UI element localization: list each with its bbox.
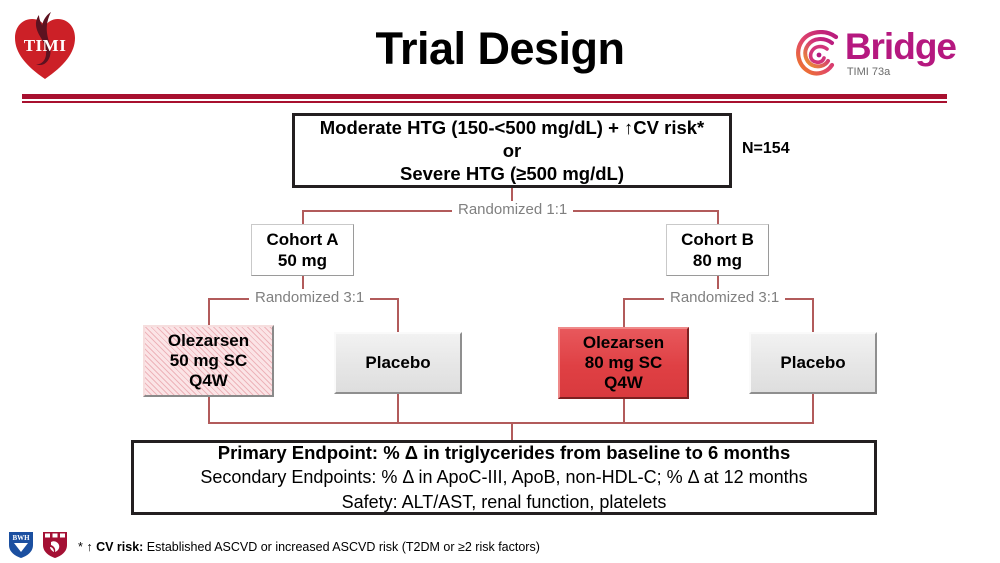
connector-to-placebo-b [812, 298, 814, 332]
page-title: Trial Design [375, 23, 625, 74]
footnote-rest: Established ASCVD or increased ASCVD ris… [143, 540, 540, 554]
olezarsen-80-line-2: 80 mg SC [584, 353, 663, 372]
olezarsen-80-line-1: Olezarsen [582, 333, 665, 352]
spiral-swirl-icon [795, 30, 838, 76]
placebo-a-label: Placebo [365, 353, 431, 372]
connector-placebo-b-down [812, 394, 814, 422]
cohort-b-name: Cohort B [681, 230, 754, 249]
header-divider-thin [22, 101, 947, 103]
enrollment-line-1: Moderate HTG (150-<500 mg/dL) + ↑CV risk… [319, 117, 705, 138]
page-header: TIMI Trial Design Br [0, 0, 1000, 103]
cohort-b-box: Cohort B 80 mg [666, 224, 769, 276]
footnote: * ↑ CV risk: Established ASCVD or increa… [78, 539, 540, 555]
connector-enrollment-down [511, 188, 513, 210]
olezarsen-50-line-1: Olezarsen [167, 331, 250, 350]
connector-cohort-a-down [302, 276, 304, 298]
placebo-cohort-b-box: Placebo [749, 332, 877, 394]
total-sample-size: N=154 [742, 140, 790, 157]
olezarsen-80mg-box: Olezarsen 80 mg SC Q4W [558, 327, 689, 399]
randomization-label-top: Randomized 1:1 [452, 201, 574, 219]
page-footer: BWH * ↑ CV risk: Established ASCVD or in… [0, 530, 1000, 563]
harvard-logo [43, 532, 67, 558]
bridge-logo-word: Bridge [844, 26, 957, 67]
olezarsen-50-line-2: 50 mg SC [169, 351, 248, 370]
bridge-logo: Bridge TIMI 73a [795, 26, 957, 82]
connector-to-cohort-a [302, 210, 304, 224]
safety-endpoint-text: Safety: ALT/AST, renal function, platele… [341, 492, 667, 512]
connector-to-olezarsen-50 [208, 298, 210, 325]
timi-logo: TIMI [12, 10, 78, 82]
connector-placebo-a-down [397, 394, 399, 422]
svg-text:TIMI: TIMI [24, 36, 67, 55]
cohort-a-box: Cohort A 50 mg [251, 224, 354, 276]
bridge-logo-subtitle: TIMI 73a [846, 66, 891, 78]
connector-olezarsen-80-down [623, 399, 625, 422]
olezarsen-50mg-box: Olezarsen 50 mg SC Q4W [143, 325, 274, 397]
olezarsen-80-line-3: Q4W [604, 373, 643, 392]
svg-text:BWH: BWH [12, 534, 30, 542]
header-divider-thick [22, 94, 947, 99]
cohort-a-dose: 50 mg [277, 251, 328, 270]
secondary-endpoint-text: Secondary Endpoints: % Δ in ApoC-III, Ap… [200, 467, 808, 487]
olezarsen-50-line-3: Q4W [189, 371, 228, 390]
cohort-b-dose: 80 mg [692, 251, 743, 270]
placebo-b-label: Placebo [780, 353, 846, 372]
connector-to-placebo-a [397, 298, 399, 332]
connector-to-olezarsen-80 [623, 298, 625, 327]
randomization-label-cohort-b: Randomized 3:1 [664, 289, 786, 307]
connector-to-endpoints [511, 422, 513, 440]
enrollment-line-2: or [502, 140, 522, 161]
connector-cohort-b-down [717, 276, 719, 298]
footnote-prefix: * ↑ [78, 540, 97, 554]
connector-to-cohort-b [717, 210, 719, 224]
placebo-cohort-a-box: Placebo [334, 332, 462, 394]
enrollment-line-3: Severe HTG (≥500 mg/dL) [400, 163, 624, 184]
connector-olezarsen-50-down [208, 397, 210, 422]
cohort-a-name: Cohort A [266, 230, 339, 249]
endpoints-box: Primary Endpoint: % Δ in triglycerides f… [131, 440, 877, 515]
footnote-term: CV risk: [96, 540, 144, 554]
enrollment-criteria-box: Moderate HTG (150-<500 mg/dL) + ↑CV risk… [292, 113, 732, 188]
randomization-label-cohort-a: Randomized 3:1 [249, 289, 371, 307]
primary-endpoint-text: Primary Endpoint: % Δ in triglycerides f… [217, 442, 791, 463]
bwh-logo: BWH [9, 532, 33, 558]
